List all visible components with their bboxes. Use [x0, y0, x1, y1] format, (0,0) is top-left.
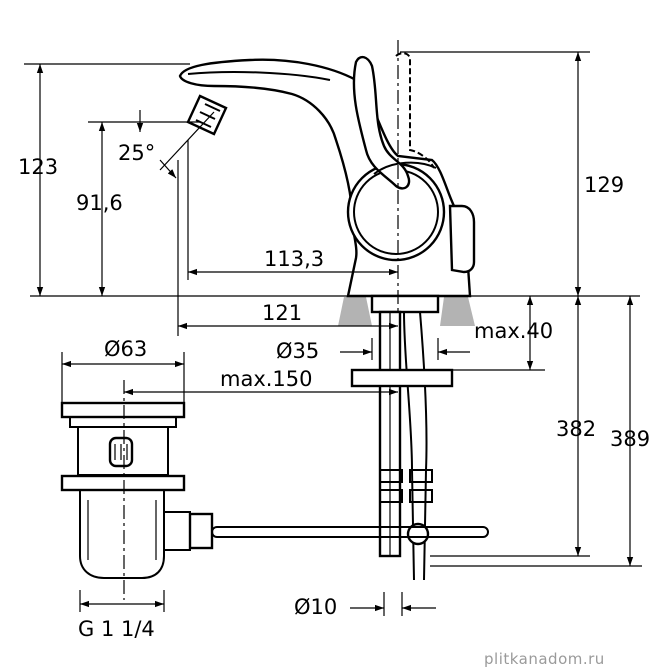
dim-length-389: 389 [610, 427, 650, 451]
faucet-body [178, 52, 476, 314]
dim-thread-g: G 1 1/4 [78, 617, 155, 641]
dim-height-91-6: 91,6 [76, 191, 123, 215]
dim-diameter-10: Ø10 [294, 595, 337, 619]
mounting-stud [350, 310, 454, 581]
countertop [30, 295, 640, 326]
dim-diameter-35: Ø35 [276, 339, 319, 363]
dim-diameter-63: Ø63 [104, 337, 147, 361]
dim-angle-25: 25° [118, 141, 155, 165]
dim-reach-121: 121 [262, 301, 302, 325]
watermark: plitkanadom.ru [484, 650, 605, 668]
pop-up-rod [211, 526, 489, 538]
dim-length-382: 382 [556, 417, 596, 441]
dim-max-150: max.150 [220, 367, 313, 391]
dim-height-129: 129 [584, 173, 624, 197]
waste-drain [60, 401, 214, 579]
aerator [186, 94, 228, 136]
dim-reach-113-3: 113,3 [264, 247, 324, 271]
dimension-lines [24, 51, 642, 616]
dim-max-40: max.40 [474, 319, 553, 343]
dim-height-123: 123 [18, 155, 58, 179]
